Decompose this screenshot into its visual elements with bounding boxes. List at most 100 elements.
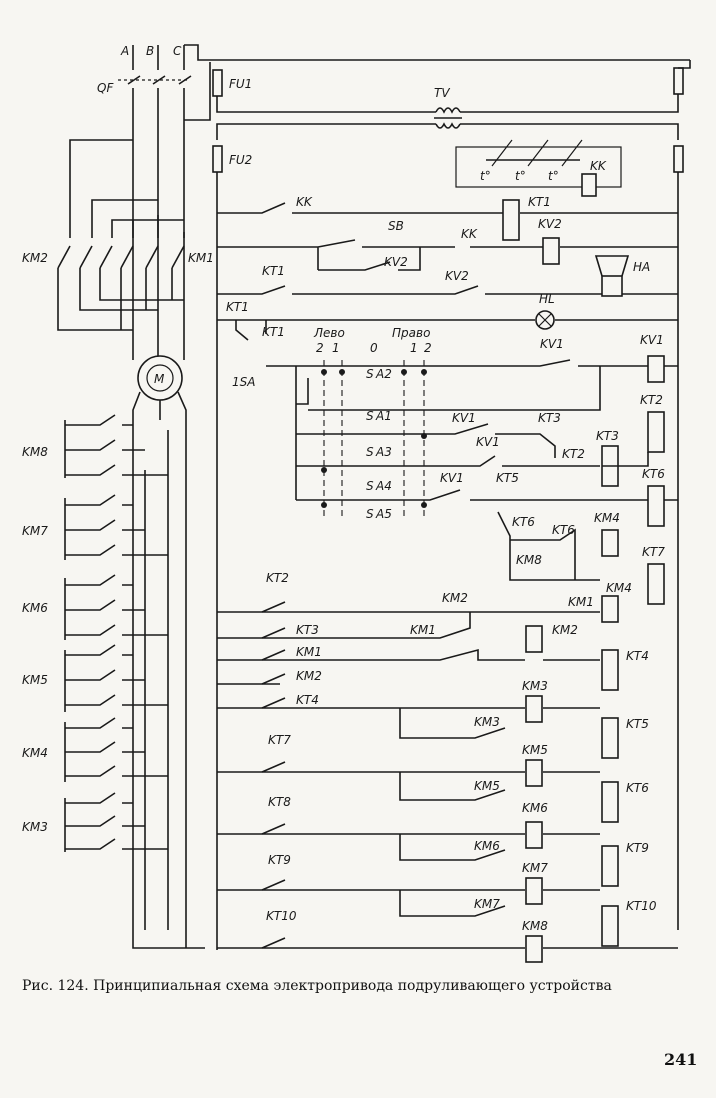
- label-km4: KM4: [22, 746, 48, 760]
- label-motor: M: [154, 372, 165, 386]
- label-kv1-c: KV1: [440, 471, 464, 485]
- label-kt4-coil: KT4: [626, 649, 649, 663]
- coil-kt1: [502, 199, 520, 241]
- coil-kv2: [542, 237, 560, 265]
- label-s-a1: S: [366, 409, 374, 423]
- label-sb: SB: [388, 219, 404, 233]
- label-kt9-coil: KT9: [626, 841, 649, 855]
- label-km2-contact: KM2: [442, 591, 468, 605]
- label-kt8-row: KT8: [268, 795, 291, 809]
- label-kt3-contact: KT3: [538, 411, 561, 425]
- label-pos-right-2: 2: [424, 341, 432, 355]
- label-a5: A5: [375, 507, 392, 521]
- label-kv2-coil: KV2: [538, 217, 562, 231]
- label-zero: 0: [370, 341, 378, 355]
- label-kt10-coil: KT10: [626, 899, 657, 913]
- label-kt4-row: KT4: [296, 693, 319, 707]
- label-kt1-coil: KT1: [528, 195, 551, 209]
- label-km2-coil: KM2: [552, 623, 578, 637]
- label-kt1-sw: KT1: [262, 325, 285, 339]
- label-km3: KM3: [22, 820, 48, 834]
- label-km6-coil: KM6: [522, 801, 548, 815]
- label-a4: A4: [375, 479, 392, 493]
- label-kt10-row: KT10: [266, 909, 297, 923]
- label-kt1-contact: KT1: [262, 264, 285, 278]
- label-km6: KM6: [22, 601, 48, 615]
- label-km5: KM5: [22, 673, 48, 687]
- label-pos-left-1: 1: [332, 341, 340, 355]
- label-s-a2: S: [366, 367, 374, 381]
- label-km8: KM8: [22, 445, 48, 459]
- label-km1-coil: KM1: [568, 595, 594, 609]
- label-kt2-row: KT2: [266, 571, 289, 585]
- label-km1: KM1: [188, 251, 214, 265]
- label-km5-coil: KM5: [522, 743, 548, 757]
- label-a2: A2: [375, 367, 392, 381]
- label-temp-1: t°: [480, 169, 491, 183]
- label-s-a5: S: [366, 507, 374, 521]
- label-km1-contact: KM1: [410, 623, 436, 637]
- label-kt9-row: KT9: [268, 853, 291, 867]
- label-km5-contact: KM5: [474, 779, 500, 793]
- label-km4-contact: KM4: [606, 581, 632, 595]
- label-left: Лево: [313, 326, 345, 340]
- label-a3: A3: [375, 445, 392, 459]
- transformer-tv: [434, 107, 462, 129]
- label-1sa: 1SA: [232, 375, 255, 389]
- label-kk-2: KK: [461, 227, 478, 241]
- label-kt5-contact: KT5: [496, 471, 519, 485]
- horn-ha: [601, 275, 623, 297]
- label-hl: HL: [539, 292, 555, 306]
- label-right: Право: [392, 326, 430, 340]
- label-kv2-contact: KV2: [384, 255, 408, 269]
- label-kt8-coil: KT6: [626, 781, 649, 795]
- label-km8-contact: KM8: [516, 553, 542, 567]
- label-km2-row: KM2: [296, 669, 322, 683]
- label-temp-3: t°: [548, 169, 559, 183]
- coil-column-right: [560, 355, 678, 623]
- reversing-contactors: [57, 139, 185, 331]
- label-km7-contact: KM7: [474, 897, 500, 911]
- label-temp-2: t°: [515, 169, 526, 183]
- label-kv1-coil: KV1: [640, 333, 664, 347]
- label-km3-coil: KM3: [522, 679, 548, 693]
- label-kt2-contact: KT2: [562, 447, 585, 461]
- label-qf: QF: [97, 81, 114, 95]
- label-s-a4: S: [366, 479, 374, 493]
- label-pos-left-2: 2: [316, 341, 324, 355]
- label-km7: KM7: [22, 524, 48, 538]
- phase-lines: [118, 44, 690, 340]
- label-kt6-coil: KT6: [642, 467, 665, 481]
- sa-contact-dots: [321, 369, 427, 508]
- label-kt5-coil: KT5: [626, 717, 649, 731]
- motor-inner: [146, 364, 174, 392]
- label-km2: KM2: [22, 251, 48, 265]
- label-pos-right-1: 1: [410, 341, 418, 355]
- label-fu2: FU2: [229, 153, 252, 167]
- label-kv1-top: KV1: [540, 337, 564, 351]
- label-kt6-contact-b: KT6: [552, 523, 575, 537]
- figure-caption: Рис. 124. Принципиальная схема электропр…: [22, 978, 612, 994]
- label-fu1: FU1: [229, 77, 252, 91]
- label-phase-c: C: [173, 44, 182, 58]
- thermal-sensors: [455, 139, 622, 197]
- fuse-fu2: [212, 145, 223, 173]
- label-kt2-coil: KT2: [640, 393, 663, 407]
- label-kv1-a: KV1: [452, 411, 476, 425]
- label-km7-coil: KM7: [522, 861, 548, 875]
- pole-switch-contacts: [64, 414, 169, 930]
- label-tv: TV: [434, 86, 450, 100]
- label-kt3-row: KT3: [296, 623, 319, 637]
- label-kt1-left: KT1: [226, 300, 249, 314]
- label-kt7-coil: KT7: [642, 545, 665, 559]
- label-kv1-b: KV1: [476, 435, 500, 449]
- label-km1-row: KM1: [296, 645, 322, 659]
- label-kt6-contact-a: KT6: [512, 515, 535, 529]
- lower-control-rows: [217, 611, 678, 963]
- label-kv2-contact-2: KV2: [445, 269, 469, 283]
- label-ha: HA: [633, 260, 650, 274]
- label-km3-contact: KM3: [474, 715, 500, 729]
- label-km8-coil: KM8: [522, 919, 548, 933]
- label-a1: A1: [375, 409, 392, 423]
